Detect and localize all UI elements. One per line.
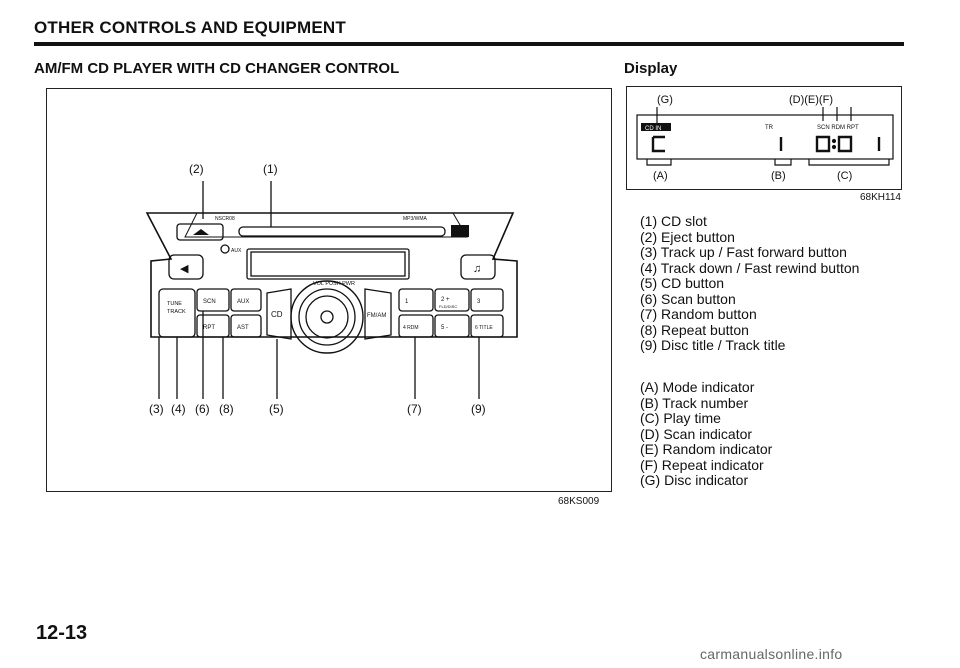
- lcd-tr: TR: [765, 125, 774, 131]
- cd-slot: [238, 226, 446, 237]
- callout-8: (8): [219, 402, 234, 416]
- legend-item: (7) Random button: [640, 306, 757, 322]
- legend-item: (F) Repeat indicator: [640, 456, 764, 473]
- legend-item: (6) Scan button: [640, 290, 736, 307]
- svg-text:AST: AST: [237, 325, 249, 331]
- callout-g: (G): [657, 94, 673, 106]
- lcd-cd-in: CD IN: [645, 126, 661, 132]
- callout-1: (1): [263, 162, 278, 176]
- callout-4: (4): [171, 402, 186, 416]
- callout-3: (3): [149, 402, 164, 416]
- svg-text:CD: CD: [271, 310, 283, 319]
- callout-def: (D)(E)(F): [789, 94, 833, 106]
- svg-text:RPT: RPT: [203, 325, 215, 331]
- volume-knob: [290, 280, 364, 354]
- header-rule: [34, 42, 904, 46]
- legend-item: (D) Scan indicator: [640, 425, 753, 442]
- panel-brand: NSCR08: [215, 216, 235, 222]
- callout-2: (2): [189, 162, 204, 176]
- legend-item: (8) Repeat button: [640, 321, 749, 338]
- legend-item: (4) Track down / Fast rewind button: [640, 259, 860, 276]
- svg-text:FM/AM: FM/AM: [367, 313, 386, 319]
- svg-text:◀: ◀: [180, 263, 189, 275]
- cd-player-figure: (2) (1) NSCR08 MP3/WMA AUX ◀ ♫: [46, 88, 612, 492]
- svg-text:3: 3: [477, 299, 481, 305]
- legend-item: (C) Play time: [640, 410, 721, 426]
- svg-text:TUNE: TUNE: [167, 301, 182, 307]
- eject-button: [176, 223, 224, 241]
- svg-text:♫: ♫: [473, 263, 481, 275]
- watermark: carmanualsonline.info: [700, 646, 843, 662]
- panel-aux-jack: AUX: [231, 248, 242, 254]
- display-title: Display: [624, 60, 678, 77]
- lcd-indicators: SCN RDM RPT: [817, 125, 859, 131]
- callout-a: (A): [653, 170, 668, 182]
- display-figure: (G) (D)(E)(F) CD IN TR SCN RDM RPT: [626, 86, 902, 190]
- callout-c: (C): [837, 170, 852, 182]
- svg-text:SCN: SCN: [203, 299, 216, 305]
- svg-text:6 TITLE: 6 TITLE: [475, 325, 493, 331]
- callout-b: (B): [771, 170, 786, 182]
- svg-text:FLD/DISC: FLD/DISC: [439, 304, 457, 309]
- callout-7: (7): [407, 402, 422, 416]
- page-number: 12-13: [36, 622, 88, 644]
- legend-item: (E) Random indicator: [640, 441, 773, 457]
- panel-mp3: MP3/WMA: [403, 216, 428, 222]
- cd-button: [266, 288, 292, 340]
- cd-player-illustration: (2) (1) NSCR08 MP3/WMA AUX ◀ ♫: [145, 162, 518, 416]
- panel-vol: VOL PUSH PWR: [313, 281, 355, 287]
- svg-text:5 -: 5 -: [441, 325, 448, 331]
- svg-text:2 +: 2 +: [441, 297, 450, 303]
- svg-text:AUX: AUX: [237, 299, 249, 305]
- svg-text:1: 1: [405, 299, 409, 305]
- legend-item: (A) Mode indicator: [640, 379, 755, 395]
- figure-title: AM/FM CD PLAYER WITH CD CHANGER CONTROL: [34, 60, 400, 77]
- display-code: 68KH114: [860, 192, 901, 203]
- legend-item: (9) Disc title / Track title: [640, 337, 786, 353]
- display-illustration: (G) (D)(E)(F) CD IN TR SCN RDM RPT: [636, 94, 894, 182]
- callout-5: (5): [269, 402, 284, 416]
- legend-item: (G) Disc indicator: [640, 472, 749, 488]
- svg-text:TRACK: TRACK: [167, 309, 186, 315]
- legend-item: (5) CD button: [640, 275, 725, 291]
- callout-9: (9): [471, 402, 486, 416]
- section-title: OTHER CONTROLS AND EQUIPMENT: [34, 18, 346, 37]
- legend-item: (3) Track up / Fast forward button: [640, 244, 847, 260]
- figure-code: 68KS009: [558, 496, 600, 507]
- indicators-legend: (A) Mode indicator (B) Track number (C) …: [640, 379, 773, 489]
- legend-item: (2) Eject button: [640, 228, 735, 245]
- legend-item: (B) Track number: [640, 394, 749, 411]
- callout-6: (6): [195, 402, 210, 416]
- svg-text:4 RDM: 4 RDM: [403, 325, 419, 331]
- legend-item: (1) CD slot: [640, 213, 707, 229]
- controls-legend: (1) CD slot (2) Eject button (3) Track u…: [640, 213, 860, 354]
